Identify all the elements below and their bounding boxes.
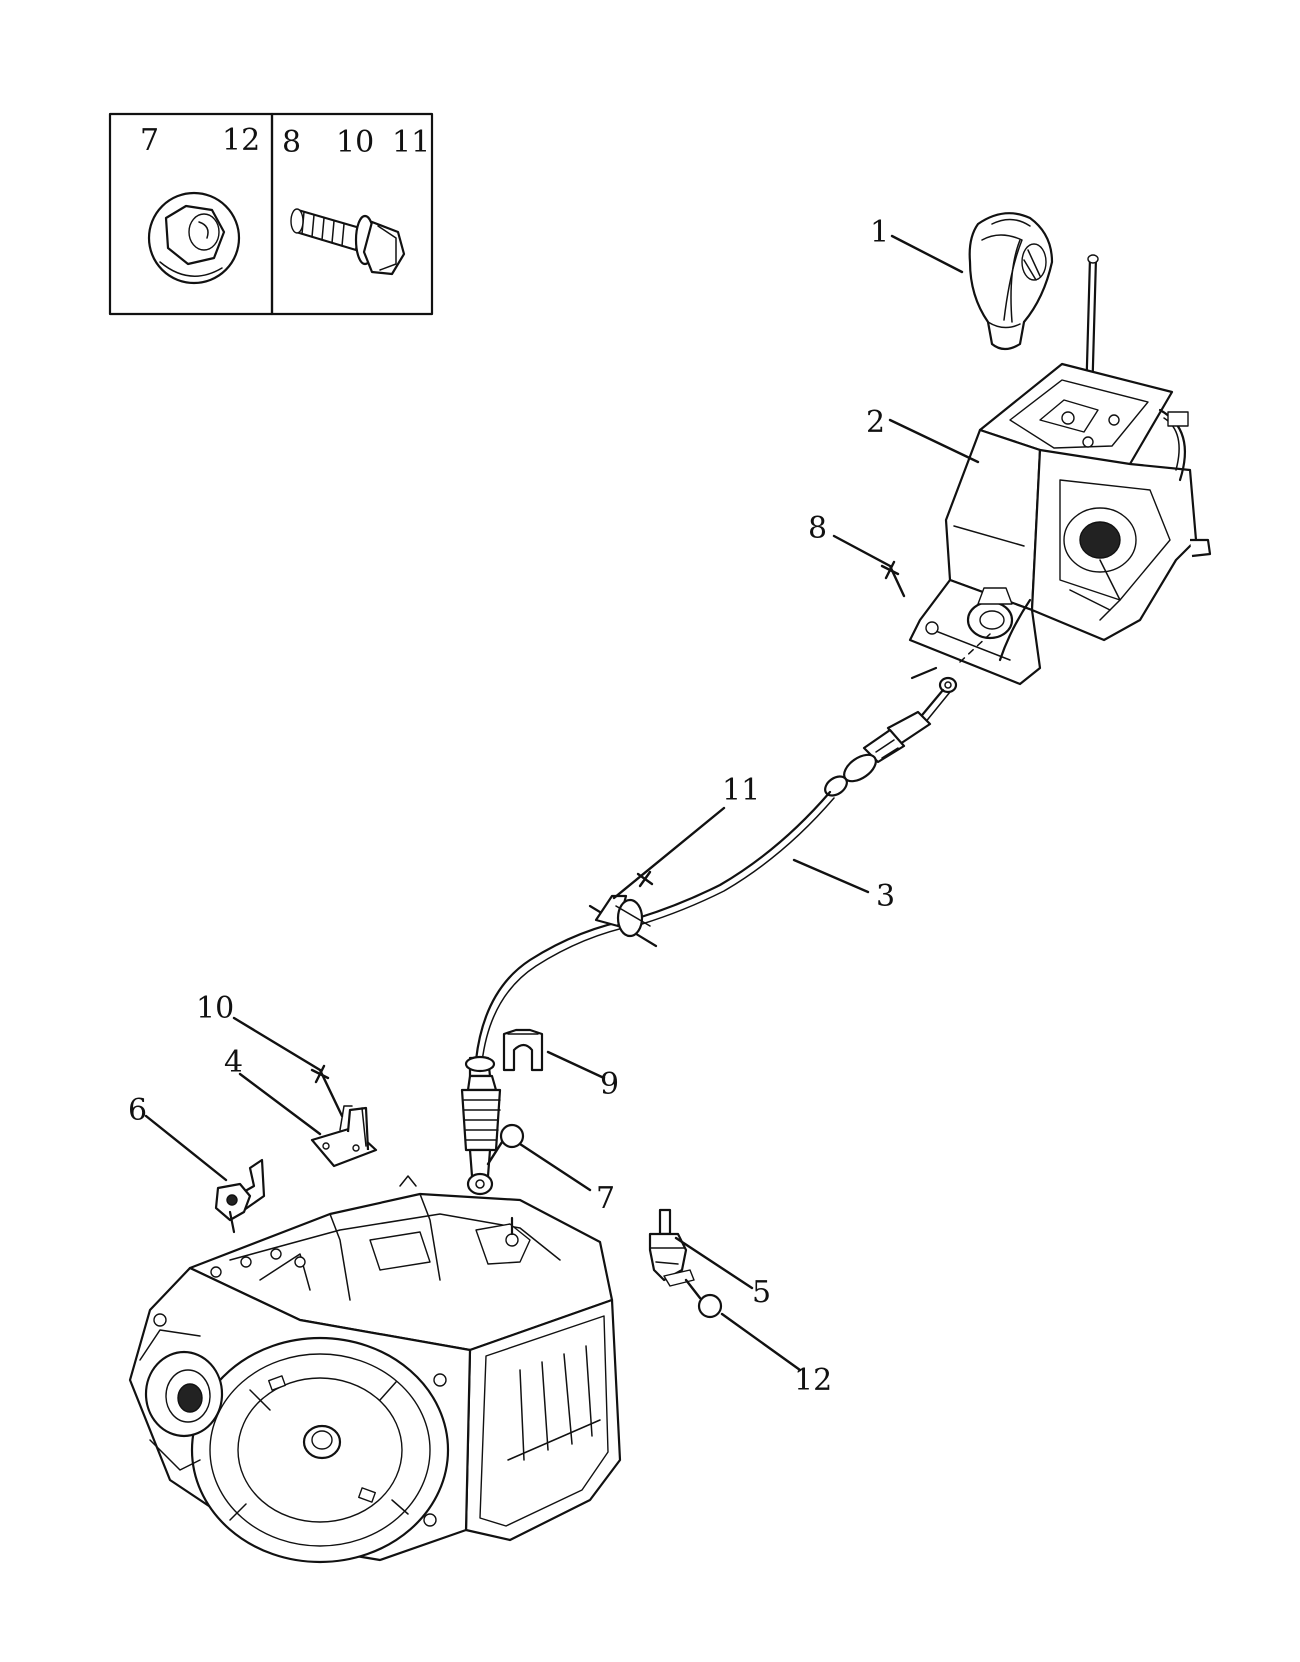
leader-10 bbox=[232, 1016, 344, 1118]
leader-2 bbox=[888, 418, 980, 464]
cable-bracket bbox=[310, 1105, 378, 1168]
callout-8: 8 bbox=[808, 511, 827, 546]
callout-1: 1 bbox=[870, 215, 889, 250]
callout-11: 11 bbox=[722, 773, 760, 808]
leader-3 bbox=[792, 858, 870, 894]
shifter-assembly bbox=[908, 254, 1212, 686]
callout-6: 6 bbox=[128, 1093, 147, 1128]
hex-bolt-icon bbox=[290, 208, 406, 276]
leader-9 bbox=[546, 1050, 606, 1080]
callout-5: 5 bbox=[752, 1275, 771, 1310]
callout-9: 9 bbox=[600, 1067, 619, 1102]
leader-7 bbox=[518, 1142, 592, 1192]
leader-12b bbox=[684, 1278, 702, 1300]
leader-12 bbox=[720, 1312, 802, 1372]
leader-4 bbox=[238, 1072, 322, 1136]
hardware-nut-label-2: 12 bbox=[222, 123, 260, 158]
leader-8 bbox=[832, 534, 906, 598]
leader-1 bbox=[890, 234, 964, 274]
leader-7b bbox=[486, 1140, 504, 1166]
retaining-clip bbox=[502, 1028, 544, 1072]
hardware-bolt-label-3: 11 bbox=[392, 125, 430, 160]
callout-3: 3 bbox=[876, 879, 895, 914]
hardware-legend-box: 7 12 8 10 11 bbox=[108, 112, 434, 316]
small-bracket bbox=[214, 1158, 266, 1234]
bolt-marker-8 bbox=[880, 560, 900, 580]
leader-11 bbox=[612, 806, 726, 900]
transmission-assembly bbox=[128, 1175, 622, 1564]
leader-6 bbox=[144, 1114, 228, 1182]
bolt-marker-11 bbox=[636, 870, 654, 888]
callout-7: 7 bbox=[596, 1181, 615, 1216]
bolt-marker-10 bbox=[310, 1064, 330, 1084]
callout-10: 10 bbox=[196, 991, 234, 1026]
callout-4: 4 bbox=[224, 1045, 243, 1080]
hardware-nut-label-1: 7 bbox=[140, 123, 159, 158]
flange-nut-icon bbox=[147, 191, 241, 285]
shift-cable bbox=[460, 676, 958, 1196]
hardware-bolt-label-2: 10 bbox=[336, 125, 374, 160]
callout-2: 2 bbox=[866, 405, 885, 440]
shift-knob bbox=[968, 212, 1054, 351]
nut-7 bbox=[499, 1123, 525, 1149]
range-sensor bbox=[648, 1208, 695, 1287]
leader-5 bbox=[674, 1236, 754, 1290]
nut-12 bbox=[697, 1293, 723, 1319]
hardware-bolt-label-1: 8 bbox=[282, 125, 301, 160]
callout-12: 12 bbox=[794, 1363, 832, 1398]
